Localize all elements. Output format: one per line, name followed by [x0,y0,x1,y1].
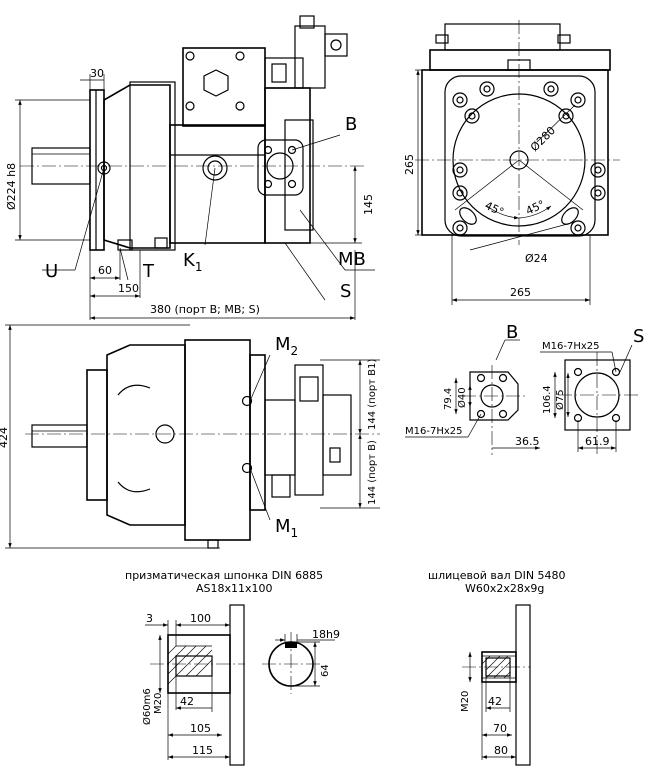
dim-dia280-label: Ø280 [528,124,558,154]
dim-dia24-label: Ø24 [525,252,548,265]
front-view [415,20,620,305]
dim-dia40-label: Ø40 [456,387,468,408]
dim-60-label: 60 [98,264,112,277]
label-port-K1: K1 [183,250,202,274]
port-S-thread-label: M16-7Hx25 [542,341,600,352]
spline-shaft-drawing [462,604,531,766]
dim-265-horizontal: 265 [510,286,531,299]
dim-64-label: 64 [320,664,331,677]
spline-shaft-title-1: шлицевой вал DIN 5480 [428,569,566,582]
port-b-detail [405,339,540,455]
spline-dim-70-label: 70 [493,722,507,735]
spline-dim-80-label: 80 [494,744,508,757]
dim-dia60-label: Ø60m6 [141,688,153,725]
dim-18h9-label: 18h9 [312,628,340,641]
dim-424-label: 424 [0,427,10,448]
port-s-detail [540,344,640,455]
label-port-B-detail: B [506,322,518,343]
bolt-holes [452,81,606,236]
label-port-M2: M2 [275,334,298,358]
dim-106-4-label: 106.4 [542,385,553,414]
spline-dim-M20-label: M20 [460,691,471,712]
side-view-top [15,15,375,320]
dim-dia75-label: Ø75 [554,389,566,410]
dim-380-label: 380 (порт B; MB; S) [150,303,260,316]
dim-150-label: 150 [118,282,139,295]
key-shaft-title-1: призматическая шпонка DIN 6885 [125,569,323,582]
spline-shaft-title-2: W60x2x28x9g [465,582,544,595]
key-shaft-title-2: AS18x11x100 [196,582,273,595]
dim-144-b1-label: 144 (порт B1) [367,359,378,430]
dim-265-vertical: 265 [403,154,416,175]
dim-105-label: 105 [190,722,211,735]
dim-45a-label: 45° [483,199,506,219]
label-port-S: S [340,281,351,302]
label-port-B: B [345,114,357,135]
label-port-T: T [142,261,155,282]
dim-36-5-label: 36.5 [515,435,540,448]
label-port-S-detail: S [633,326,644,347]
plan-view [5,324,380,549]
dim-3-label: 3 [146,612,153,625]
dim-100-label: 100 [190,612,211,625]
dim-45b-label: 45° [524,198,547,218]
dim-61-9-label: 61.9 [585,435,610,448]
dim-dia224-label: Ø224 h8 [5,163,18,210]
dim-M20-label: M20 [153,693,164,714]
dim-79-4-label: 79.4 [443,388,454,410]
label-port-M1: M1 [275,516,298,540]
key-shaft-drawing [145,604,335,766]
dim-144-b-label: 144 (порт B) [367,440,378,505]
dim-115-label: 115 [192,744,213,757]
dim-145-label: 145 [362,194,375,215]
dim-30-label: 30 [90,67,104,80]
label-port-U: U [45,261,58,282]
dim-42-label: 42 [180,695,194,708]
port-B-thread-label: M16-7Hx25 [405,426,463,437]
spline-dim-42-label: 42 [488,695,502,708]
label-port-MB: MB [338,249,366,270]
